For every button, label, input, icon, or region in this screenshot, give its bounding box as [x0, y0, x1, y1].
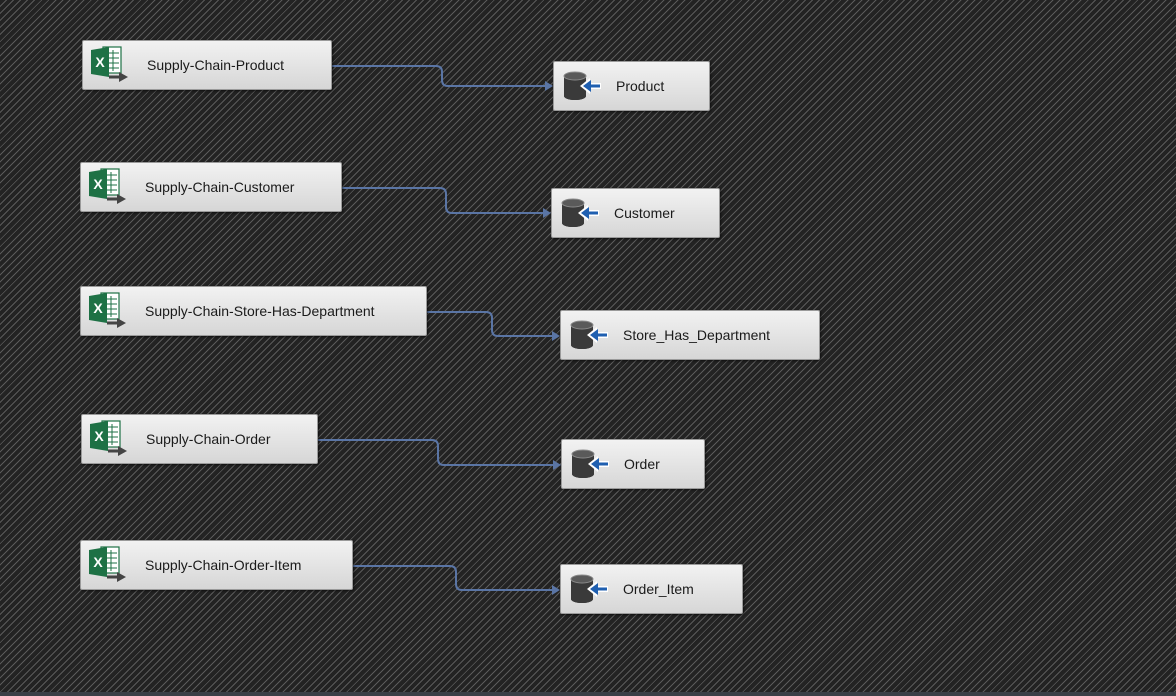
connector-order[interactable]: [318, 439, 554, 466]
connector-product[interactable]: [332, 65, 546, 87]
connector-arrowhead: [552, 585, 560, 595]
svg-text:X: X: [95, 54, 105, 70]
database-destination-icon: [558, 63, 608, 109]
database-destination-icon: [565, 566, 615, 612]
excel-source-icon: X: [86, 416, 134, 462]
database-destination-icon: [566, 441, 616, 487]
svg-text:X: X: [93, 176, 103, 192]
connector-customer[interactable]: [342, 187, 544, 214]
destination-label: Order: [624, 456, 660, 472]
source-label: Supply-Chain-Customer: [145, 179, 295, 195]
source-node-store-has-department[interactable]: X Supply-Chain-Store-Has-Department: [80, 286, 427, 336]
source-label: Supply-Chain-Store-Has-Department: [145, 303, 375, 319]
source-node-product[interactable]: X Supply-Chain-Product: [82, 40, 332, 90]
excel-source-icon: X: [85, 164, 133, 210]
database-destination-icon: [565, 312, 615, 358]
destination-node-store-has-department[interactable]: Store_Has_Department: [560, 310, 820, 360]
excel-source-icon: X: [85, 288, 133, 334]
excel-source-icon: X: [85, 542, 133, 588]
svg-text:X: X: [93, 300, 103, 316]
source-label: Supply-Chain-Order-Item: [145, 557, 302, 573]
destination-label: Product: [616, 78, 665, 94]
connector-arrowhead: [553, 460, 561, 470]
connector-arrowhead: [552, 331, 560, 341]
destination-label: Order_Item: [623, 581, 694, 597]
source-node-order-item[interactable]: X Supply-Chain-Order-Item: [80, 540, 353, 590]
destination-node-product[interactable]: Product: [553, 61, 710, 111]
svg-text:X: X: [93, 554, 103, 570]
connector-store-has-department[interactable]: [427, 311, 553, 337]
source-node-order[interactable]: X Supply-Chain-Order: [81, 414, 318, 464]
source-label: Supply-Chain-Order: [146, 431, 271, 447]
connector-arrowhead: [543, 208, 551, 218]
destination-node-order[interactable]: Order: [561, 439, 705, 489]
connector-order-item[interactable]: [353, 565, 553, 591]
svg-text:X: X: [94, 428, 104, 444]
bottom-status-strip: [0, 692, 1176, 696]
destination-node-order-item[interactable]: Order_Item: [560, 564, 743, 614]
database-destination-icon: [556, 190, 606, 236]
destination-label: Store_Has_Department: [623, 327, 771, 343]
source-label: Supply-Chain-Product: [147, 57, 284, 73]
destination-label: Customer: [614, 205, 675, 221]
connector-arrowhead: [545, 81, 553, 91]
source-node-customer[interactable]: X Supply-Chain-Customer: [80, 162, 342, 212]
excel-source-icon: X: [87, 42, 135, 88]
destination-node-customer[interactable]: Customer: [551, 188, 720, 238]
